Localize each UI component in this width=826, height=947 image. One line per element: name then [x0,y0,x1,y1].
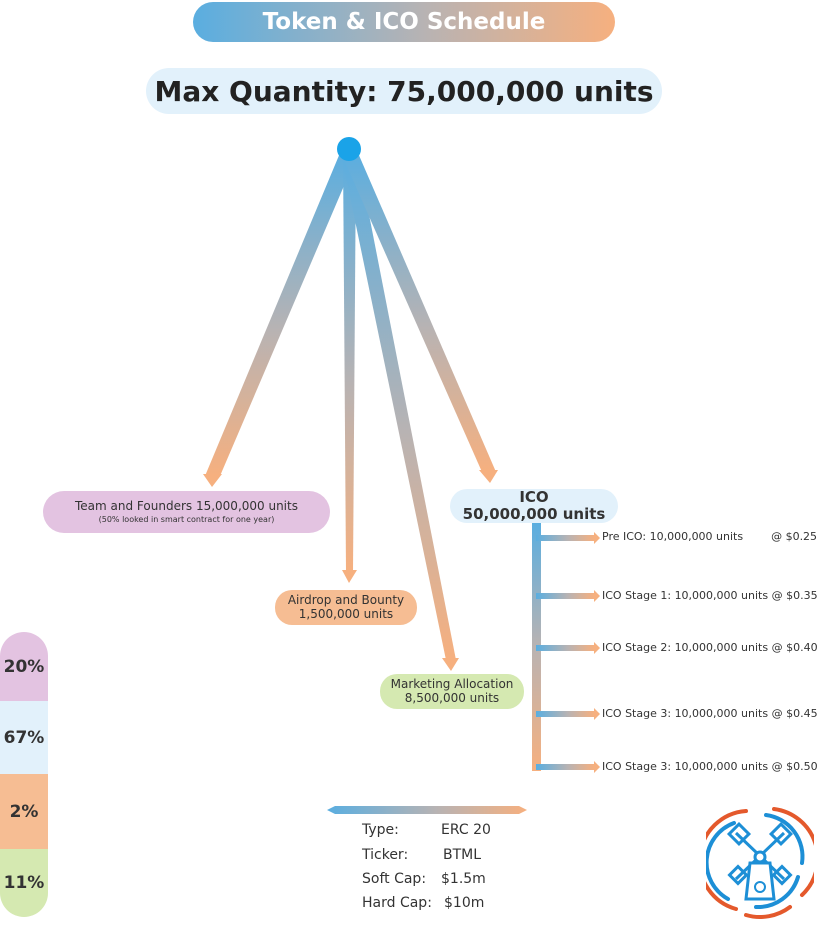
airdrop-bounty-node: Airdrop and Bounty 1,500,000 units [275,590,417,625]
windmill-logo-icon [706,807,814,919]
branch-airdrop [343,153,356,572]
airdrop-label: Airdrop and Bounty [287,592,405,607]
root-dot [337,137,361,161]
marketing-units: 8,500,000 units [404,690,500,705]
marketing-allocation-node: Marketing Allocation 8,500,000 units [380,674,524,709]
info-divider-arrow [327,806,527,814]
team-founders-label: Team and Founders 15,000,000 units [75,498,298,513]
branch-marketing [341,153,456,660]
team-founders-node: Team and Founders 15,000,000 units (50% … [43,491,330,533]
pct-segment-ico: 67% [0,701,48,774]
info-ticker-value: BTML [443,847,482,863]
pct-segment-team: 20% [0,632,48,701]
branch-airdrop-arrow [342,570,357,583]
pct-segment-airdrop: 2% [0,774,48,849]
info-softcap-key: Soft Cap: [362,871,427,887]
branch-ico-arrow [479,470,498,483]
stage-ico-2: ICO Stage 2: 10,000,000 units @ $0.40 [602,641,818,654]
info-hardcap-value: $10m [444,895,485,911]
info-ticker-key: Ticker: [362,847,409,863]
stage-ico-3: ICO Stage 3: 10,000,000 units @ $0.45 [602,707,818,720]
ico-label: ICO [519,487,549,506]
team-founders-note: (50% looked in smart contract for one ye… [98,515,275,525]
ico-node: ICO 50,000,000 units [450,487,618,523]
info-type-key: Type: [362,822,399,838]
marketing-label: Marketing Allocation [390,676,514,691]
stage-ico-1: ICO Stage 1: 10,000,000 units @ $0.35 [602,589,818,602]
page-title: Token & ICO Schedule [193,2,615,42]
branch-team-arrow [203,474,222,487]
info-type-value: ERC 20 [441,822,491,838]
stage-ico-3-second: ICO Stage 3: 10,000,000 units @ $0.50 [602,760,818,773]
info-softcap-value: $1.5m [441,871,486,887]
stage-connectors [536,532,600,773]
ico-units: 50,000,000 units [462,505,606,523]
percentage-bar: 20% 67% 2% 11% [0,632,48,917]
branch-marketing-arrow [442,658,459,671]
airdrop-units: 1,500,000 units [298,606,394,621]
stage-pre-ico: Pre ICO: 10,000,000 units @ $0.25 [602,530,818,543]
branch-ico [341,153,496,472]
pct-segment-marketing: 11% [0,849,48,917]
info-hardcap-key: Hard Cap: [362,895,432,911]
max-quantity-banner: Max Quantity: 75,000,000 units [146,68,662,114]
branch-team [205,153,358,476]
